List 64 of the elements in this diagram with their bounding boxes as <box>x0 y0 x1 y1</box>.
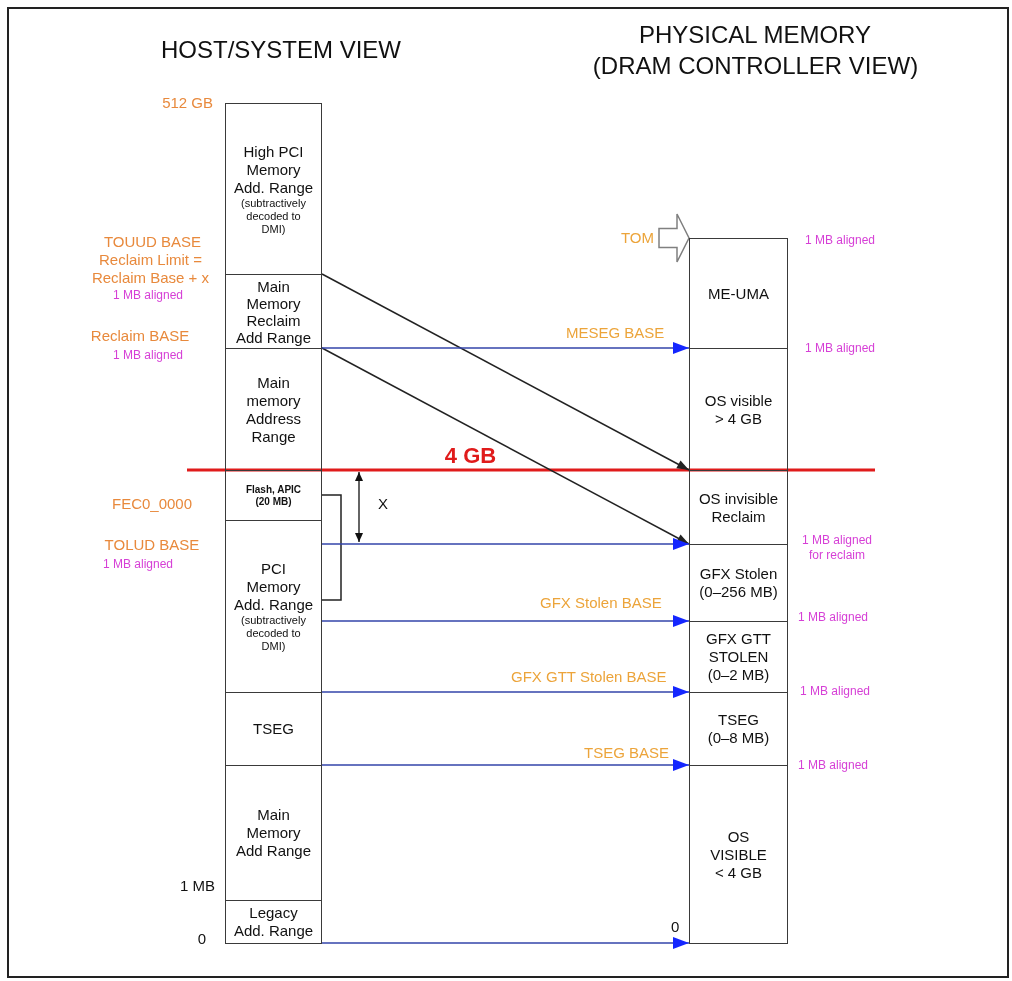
region-label: Main Memory Add Range <box>235 806 312 860</box>
connector-line <box>321 494 342 601</box>
memory-region <box>225 348 322 471</box>
memory-region <box>225 900 322 944</box>
column-heading: PHYSICAL MEMORY <box>638 21 872 49</box>
region-label: GFX GTT STOLEN (0–2 MB) <box>705 630 772 684</box>
memory-region <box>225 103 322 275</box>
region-label: OS invisible Reclaim <box>698 489 779 526</box>
region-label: ME-UMA <box>707 284 770 303</box>
arrow <box>321 347 690 545</box>
memory-region <box>689 470 788 545</box>
arrow <box>321 615 690 627</box>
arrow <box>321 686 690 698</box>
region-label: Legacy Add. Range <box>233 904 314 940</box>
alignment-note: 1 MB aligned <box>805 341 877 356</box>
arrow <box>321 342 690 354</box>
memory-region <box>689 621 788 693</box>
address-label: TOLUD BASE <box>104 536 200 554</box>
boundary-label: 4 GB <box>444 444 497 468</box>
region-label: Main Memory Reclaim Add Range <box>235 277 312 346</box>
arrow <box>321 273 690 471</box>
address-label: TOM <box>603 228 659 249</box>
memory-region <box>225 765 322 901</box>
address-label: Reclaim BASE <box>90 327 190 345</box>
alignment-note: 1 MB aligned <box>798 758 870 773</box>
address-label: FEC0_0000 <box>111 495 193 513</box>
region-label: OS visible > 4 GB <box>704 391 773 428</box>
alignment-note: 1 MB aligned <box>800 684 872 699</box>
region-label: Flash, APIC (20 MB) <box>245 483 302 508</box>
address-label: 0 <box>197 930 207 948</box>
region-label: High PCI Memory Add. Range <box>233 142 314 197</box>
alignment-note: 1 MB aligned <box>112 348 184 363</box>
arrow <box>321 759 690 771</box>
region-note: (subtractively decoded to DMI) <box>240 614 307 653</box>
memory-region <box>225 692 322 766</box>
memory-region <box>225 520 322 693</box>
address-label: TOUUD BASE <box>103 233 202 251</box>
memory-region <box>225 470 322 521</box>
column-heading: (DRAM CONTROLLER VIEW) <box>592 52 919 80</box>
memory-region <box>689 544 788 622</box>
address-label: 512 GB <box>161 94 213 112</box>
alignment-note: 1 MB aligned <box>112 288 184 303</box>
region-label: PCI Memory Add. Range <box>233 560 314 614</box>
region-label: Main memory Address Range <box>245 373 302 446</box>
memory-region <box>689 348 788 471</box>
alignment-note: 1 MB aligned <box>102 557 174 572</box>
memory-region <box>689 238 788 349</box>
memory-region <box>689 692 788 766</box>
dimension-label: X <box>377 495 389 513</box>
memory-region <box>689 765 788 944</box>
region-note: (subtractively decoded to DMI) <box>240 196 307 236</box>
region-label: TSEG (0–8 MB) <box>707 711 770 747</box>
address-label: Reclaim Limit = Reclaim Base + x <box>91 251 210 287</box>
alignment-note: 1 MB aligned <box>805 233 877 248</box>
region-label: GFX Stolen (0–256 MB) <box>698 565 779 601</box>
region-label: TSEG <box>252 720 295 738</box>
arrow <box>321 937 690 949</box>
memory-region <box>225 274 322 349</box>
arrow <box>321 538 690 550</box>
alignment-note: 1 MB aligned for reclaim <box>801 533 873 563</box>
column-heading: HOST/SYSTEM VIEW <box>160 36 402 64</box>
alignment-note: 1 MB aligned <box>798 610 870 625</box>
region-label: OS VISIBLE < 4 GB <box>709 827 768 882</box>
address-label: 1 MB <box>179 877 215 895</box>
